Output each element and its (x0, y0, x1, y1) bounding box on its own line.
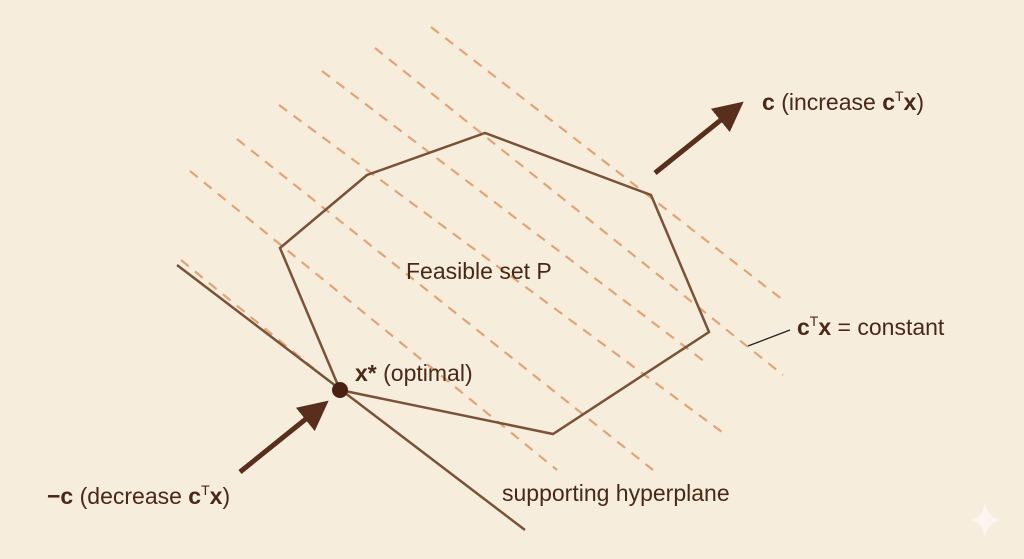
level-set-lines (180, 26, 784, 471)
neg-c-text-x: x (209, 483, 223, 509)
c-arrow-icon (653, 101, 744, 175)
level-line (236, 138, 654, 471)
c-text-c: c (882, 89, 895, 115)
level-c: c (797, 314, 810, 340)
c-text-x: x (903, 89, 917, 115)
level-label-leader (747, 329, 791, 347)
neg-c-arrow-icon (238, 400, 329, 474)
c-text-close: ) (916, 89, 925, 115)
level-line (321, 70, 710, 366)
level-sup: T (809, 313, 819, 329)
supporting-hyperplane (176, 264, 526, 531)
c-direction-label: c (increase cTx) (762, 88, 924, 116)
c-text-sup: T (894, 88, 904, 104)
c-var: c (762, 89, 775, 115)
c-text: (increase (781, 89, 876, 115)
level-line (430, 26, 784, 301)
level-rest: = constant (837, 314, 945, 340)
neg-c-text-sup: T (201, 482, 210, 498)
neg-c-text-close: ) (222, 483, 231, 509)
optimal-label: x* (optimal) (355, 360, 473, 387)
level-x: x (818, 314, 832, 340)
neg-c-text: (decrease (79, 483, 182, 509)
feasible-set-label: Feasible set P (406, 258, 552, 284)
feasible-set-polygon (278, 131, 711, 436)
neg-c-var: −c (47, 483, 74, 509)
optimal-var: x* (355, 360, 377, 386)
optimal-text: (optimal) (383, 360, 473, 386)
level-set-label: cTx = constant (797, 313, 944, 341)
level-line (278, 104, 723, 433)
level-line (374, 47, 784, 376)
sparkle-icon (969, 502, 1001, 538)
level-line (189, 170, 558, 471)
optimal-point (332, 382, 348, 398)
neg-c-text-c: c (188, 483, 202, 509)
hyperplane-label: supporting hyperplane (502, 480, 730, 506)
neg-c-direction-label: −c (decrease cTx) (47, 482, 230, 510)
